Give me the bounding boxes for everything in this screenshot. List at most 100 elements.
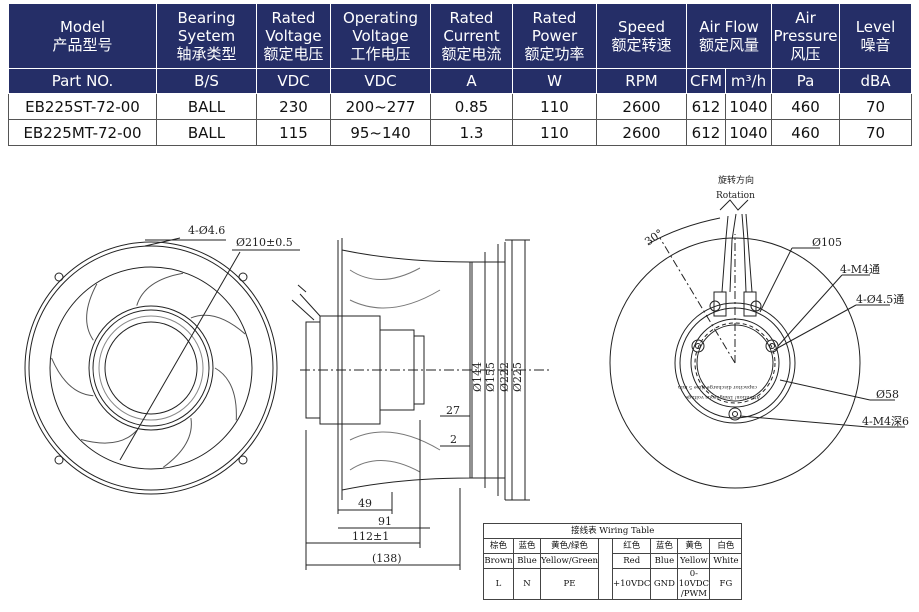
cell: 460 (771, 93, 841, 120)
spec-units-row: Part NO. B/S VDC VDC A W RPM CFM m³/h Pa… (8, 68, 913, 94)
impeller-blade (136, 272, 184, 306)
unit-cell: CFM (686, 68, 726, 94)
wire-function: 0-10VDC /PWM (677, 568, 711, 600)
wire-color-cn: 蓝色 (513, 538, 541, 554)
cell: 70 (839, 93, 913, 120)
front-holes-label: 4-Ø4.6 (188, 224, 225, 237)
cell: BALL (156, 119, 257, 146)
dim-112: 112±1 (352, 530, 389, 543)
impeller-blade (80, 430, 138, 444)
dim-d225: Ø225 (511, 362, 524, 392)
impeller-blade (214, 367, 237, 421)
dim-138: (138) (372, 552, 402, 565)
unit-cell: dBA (839, 68, 913, 94)
wire-color-en: Blue (513, 553, 541, 569)
side-view (291, 238, 550, 570)
cell: BALL (156, 93, 257, 120)
dim-91: 91 (378, 515, 392, 528)
cell: 1.3 (430, 119, 513, 146)
cell-part-no: EB225ST-72-00 (8, 93, 157, 120)
table-row: EB225ST-72-00 BALL 230 200~277 0.85 110 … (8, 93, 913, 120)
wire-function: N (513, 568, 541, 600)
cell: 200~277 (330, 93, 431, 120)
dim-d105: Ø105 (812, 236, 842, 249)
table-row: EB225MT-72-00 BALL 115 95~140 1.3 110 26… (8, 119, 913, 146)
impeller-blade (86, 283, 98, 341)
sticker-text-2: Attention! Dangerous voltage (685, 394, 761, 400)
wire-color-cn: 黄色/绿色 (540, 538, 599, 554)
wiring-spacer (598, 538, 613, 600)
cell: 115 (256, 119, 331, 146)
cell: 70 (839, 119, 913, 146)
unit-cell: A (430, 68, 513, 94)
cell: 1040 (724, 93, 773, 120)
rear-view (609, 199, 905, 489)
cell: 95~140 (330, 119, 431, 146)
wire-function: L (483, 568, 514, 600)
cell: 460 (771, 119, 841, 146)
cell: 230 (256, 93, 331, 120)
holes45-label: 4-Ø4.5通 (856, 293, 904, 306)
cell: 110 (512, 93, 597, 120)
dim-d58: Ø58 (876, 388, 899, 401)
cell: 2600 (596, 119, 687, 146)
cell-part-no: EB225MT-72-00 (8, 119, 157, 146)
dim-49: 49 (358, 497, 372, 510)
unit-cell: VDC (330, 68, 431, 94)
wire-color-cn: 红色 (611, 538, 652, 554)
m4-through-label: 4-M4通 (840, 263, 880, 276)
dim-2: 2 (450, 433, 457, 446)
unit-cell: m³/h (724, 68, 773, 94)
cell: 110 (512, 119, 597, 146)
impeller-blade (190, 314, 246, 335)
impeller-blade (51, 357, 94, 397)
unit-cell: VDC (256, 68, 331, 94)
cell: 612 (686, 119, 726, 146)
cell: 1040 (724, 119, 773, 146)
unit-cell: W (512, 68, 597, 94)
wire-function: PE (540, 568, 599, 600)
dim-d144: Ø144 (471, 362, 484, 392)
dim-27: 27 (446, 404, 460, 417)
wire-color-en: Red (611, 553, 652, 569)
wire-color-cn: 棕色 (483, 538, 514, 554)
unit-cell: B/S (156, 68, 257, 94)
angle-label: 30° (642, 227, 665, 249)
wire-color-en: Brown (483, 553, 514, 569)
cell: 0.85 (430, 93, 513, 120)
front-diameter-label: Ø210±0.5 (236, 236, 293, 249)
wire-color-cn: 蓝色 (650, 538, 679, 554)
m4-deep-label: 4-M4深6 (862, 415, 909, 428)
dim-d222: Ø222 (498, 362, 511, 392)
unit-cell: RPM (596, 68, 687, 94)
rotation-cn-label: 旋转方向 (718, 174, 754, 186)
wire-color-cn: 白色 (709, 538, 743, 554)
wiring-table: 接线表 Wiring Table 棕色 蓝色 黄色/绿色 红色 蓝色 黄色 白色… (482, 523, 743, 600)
wire-function: +10VDC (611, 568, 652, 600)
wire-color-en: White (709, 553, 743, 569)
wiring-title: 接线表 Wiring Table (482, 523, 743, 539)
cell: 2600 (596, 93, 687, 120)
wire-function: GND (650, 568, 679, 600)
wire-color-cn: 黄色 (677, 538, 711, 554)
wire-color-en: Yellow/Green (540, 553, 599, 569)
impeller-blade (162, 417, 192, 468)
wire-color-en: Blue (650, 553, 679, 569)
cell: 612 (686, 93, 726, 120)
technical-drawing: 4-Ø4.6 Ø210±0.5 Ø144 Ø155 Ø222 Ø225 27 2… (24, 174, 909, 570)
front-view (24, 237, 300, 495)
unit-cell: Pa (771, 68, 841, 94)
dim-d155: Ø155 (484, 362, 497, 392)
wire-color-en: Yellow (677, 553, 711, 569)
